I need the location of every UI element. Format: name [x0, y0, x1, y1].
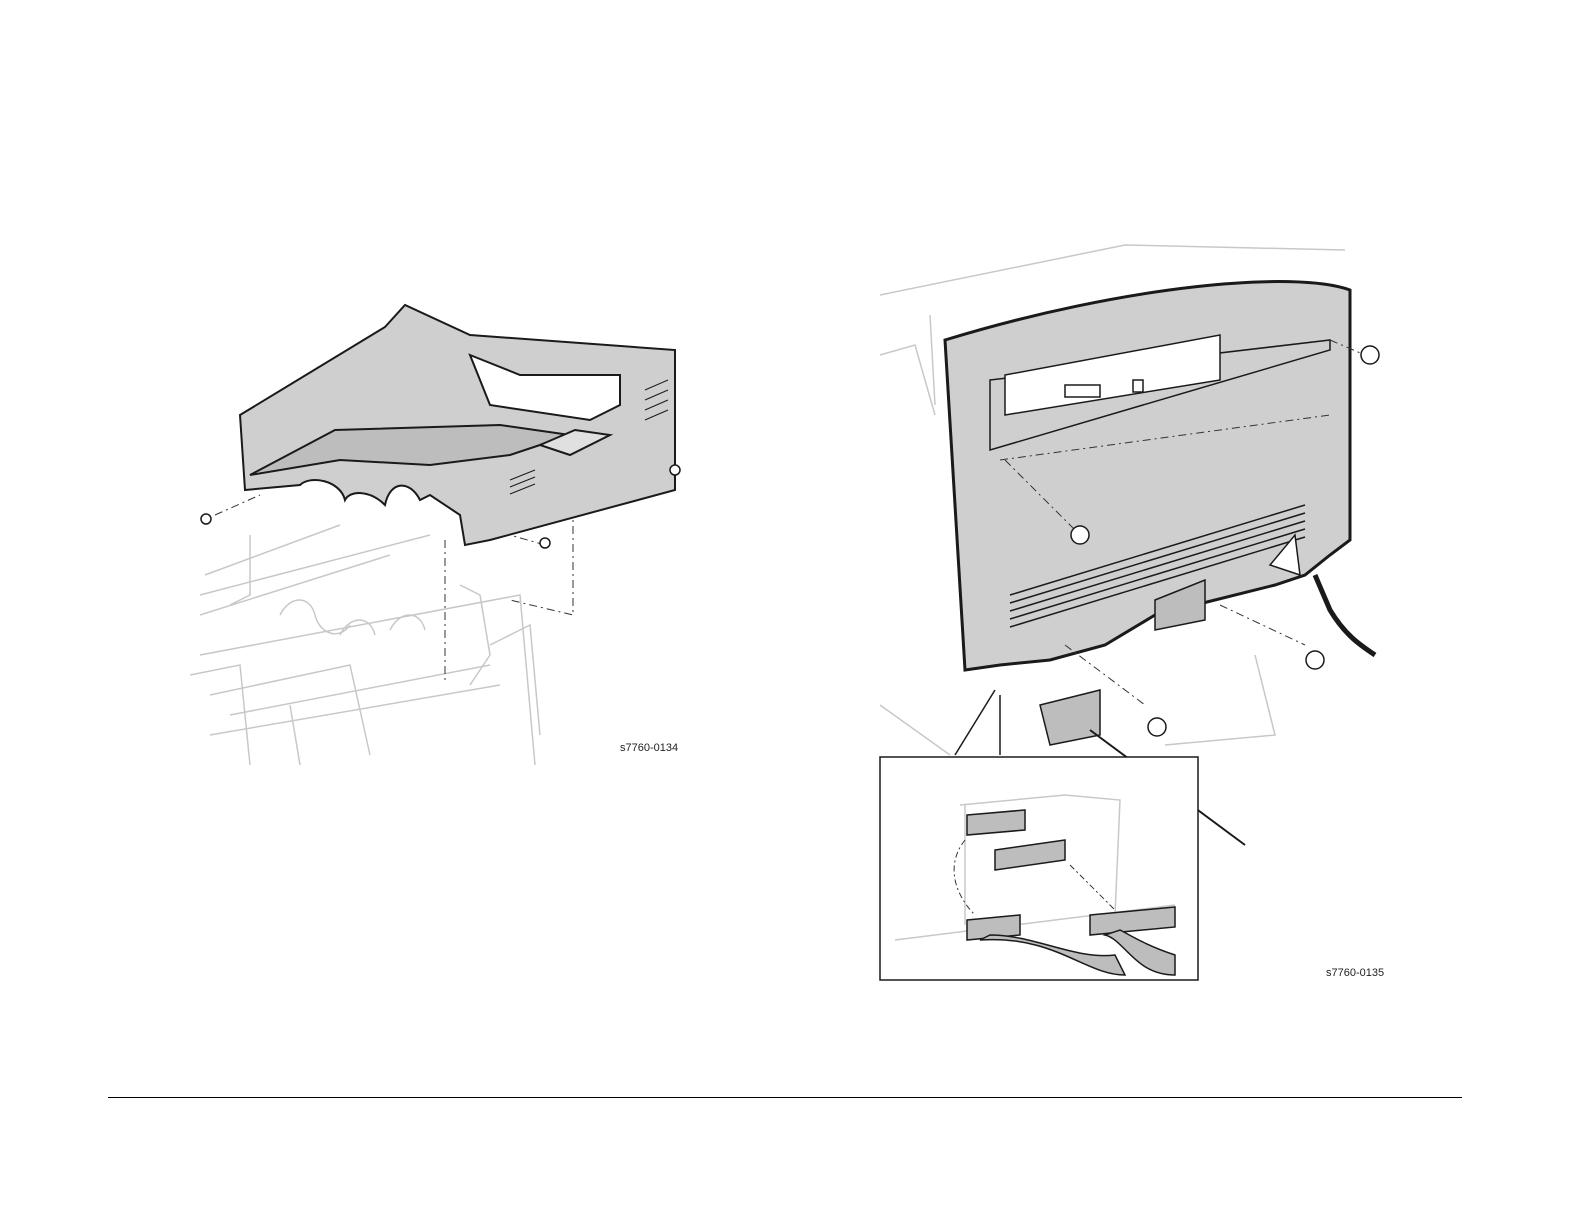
printer-frame-ghost [190, 525, 540, 765]
footer-rule [108, 1097, 1462, 1098]
exit-tray-cover [240, 305, 675, 545]
rear-cover-panel [945, 282, 1350, 670]
exit-cover-illustration [190, 295, 690, 765]
power-cord [1315, 575, 1375, 655]
inset-leader [955, 690, 1000, 755]
connector-bracket [1040, 690, 1100, 745]
figure-label: s7760-0135 [1326, 967, 1384, 979]
rear-cover-illustration [875, 235, 1395, 995]
figure-rear-cover: s7760-0135 [875, 235, 1395, 995]
figure-exit-cover: s7760-0134 [190, 295, 690, 765]
inset-detail [880, 757, 1198, 980]
figure-label: s7760-0134 [620, 742, 678, 754]
